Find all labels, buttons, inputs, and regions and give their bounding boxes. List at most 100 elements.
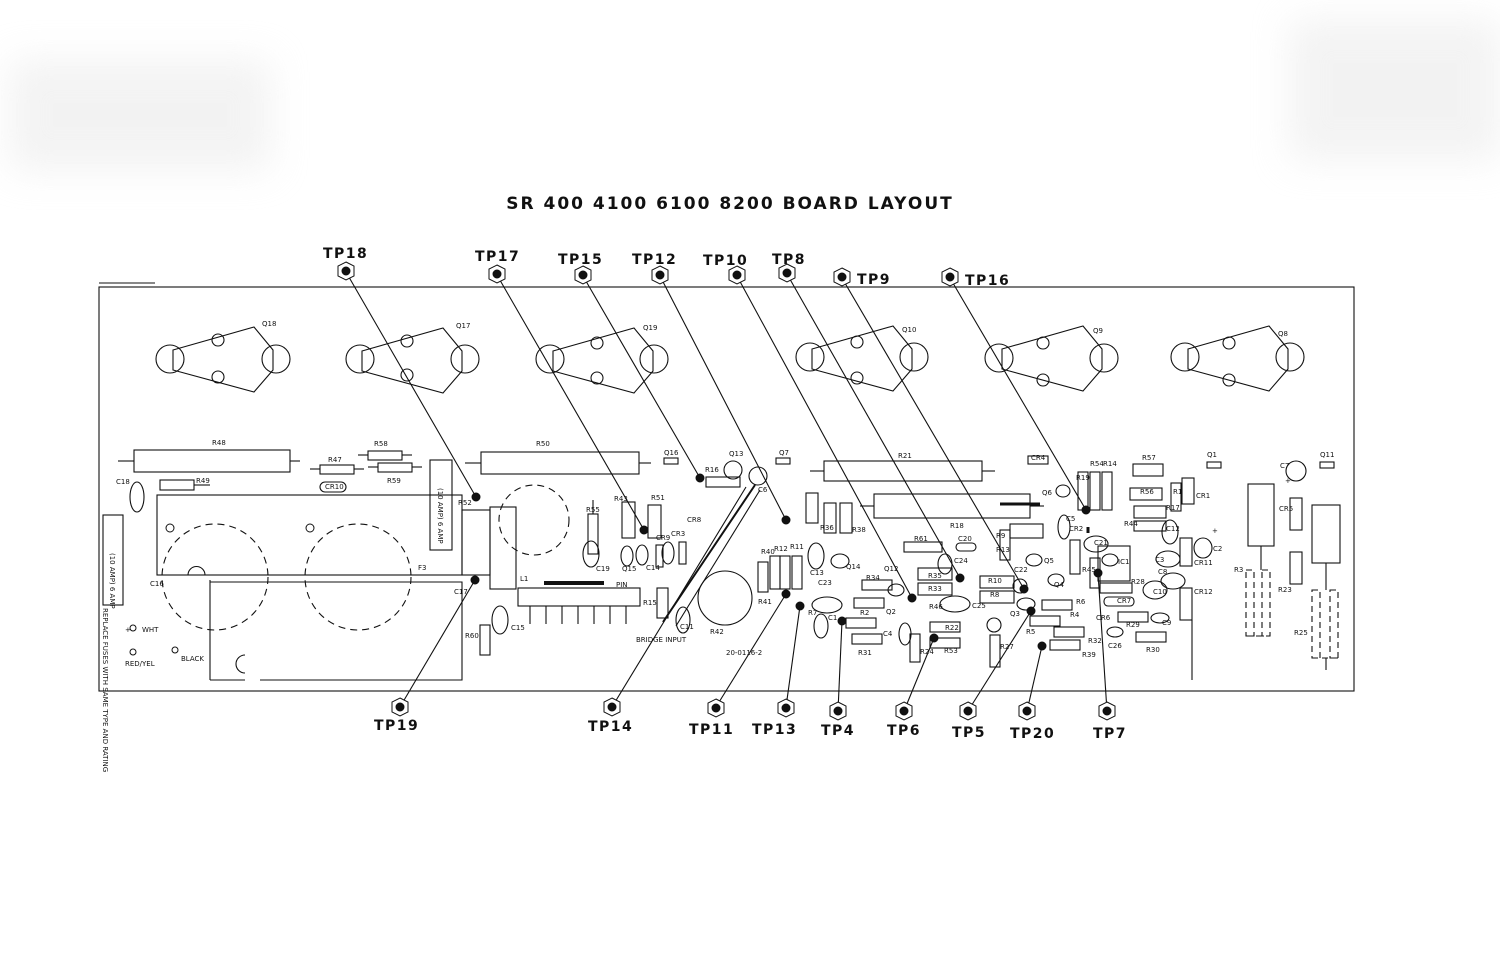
tp8-label: TP8 — [772, 252, 806, 268]
tp7-stud — [1098, 701, 1116, 721]
ref-cr5: CR5 — [1279, 505, 1293, 513]
tp15-label: TP15 — [558, 252, 603, 268]
power-transistor-q10 — [795, 325, 929, 392]
ref-r22: R22 — [945, 624, 959, 632]
ref-c19: C19 — [596, 565, 610, 573]
ref-r59: R59 — [387, 477, 401, 485]
ref-r28: R28 — [1131, 578, 1145, 586]
resistor-r18 — [873, 493, 1031, 519]
tp16-stud — [941, 267, 959, 287]
ref-c2: C2 — [1213, 545, 1222, 553]
ref-r17: R17 — [1166, 504, 1180, 512]
ref-r39: R39 — [1082, 651, 1096, 659]
ref-c24: C24 — [954, 557, 968, 565]
tp6-stud — [895, 701, 913, 721]
ref-q6: Q6 — [1042, 489, 1053, 497]
tp20-stud — [1018, 701, 1036, 721]
ref-r30: R30 — [1146, 646, 1160, 654]
fuse-f3 — [429, 459, 453, 551]
ref-r33: R33 — [928, 585, 942, 593]
ref-r53: R53 — [944, 647, 958, 655]
ref-ic1: IC1 — [1118, 558, 1129, 566]
q17-label: Q17 — [456, 322, 470, 330]
tp10-stud — [728, 265, 746, 285]
power-transistor-q17 — [345, 327, 480, 394]
fuse-left — [102, 514, 124, 606]
ref-c11: C11 — [680, 623, 694, 631]
ref-c23: C23 — [818, 579, 832, 587]
tp5-label: TP5 — [952, 725, 986, 741]
q19-label: Q19 — [643, 324, 657, 332]
tp14-stud — [603, 697, 621, 717]
ref-cr10: CR10 — [325, 483, 344, 491]
tp6-label: TP6 — [887, 723, 921, 739]
ref-c6: C6 — [758, 486, 768, 494]
ref-f3: F3 — [418, 564, 426, 572]
ref-q2: Q2 — [886, 608, 896, 616]
ref-r38: R38 — [852, 526, 866, 534]
ref-c20: C20 — [958, 535, 972, 543]
ref-r36: R36 — [820, 524, 834, 532]
ref-r42: R42 — [710, 628, 724, 636]
ref-r27: R27 — [1000, 643, 1014, 651]
capacitor-r42 — [697, 570, 753, 626]
tp8-stud — [778, 263, 796, 283]
plus-sign-wht: + — [125, 626, 131, 634]
q8-label: Q8 — [1278, 330, 1288, 338]
ref-r54: R54 — [1090, 460, 1104, 468]
ref-r29: R29 — [1126, 621, 1140, 629]
ref-r5: R5 — [1026, 628, 1035, 636]
ref-r25: R25 — [1294, 629, 1308, 637]
tp19-stud — [391, 697, 409, 717]
plus-sign-c12: + — [1212, 527, 1218, 535]
ref-r9: R9 — [996, 532, 1005, 540]
ref-c12: C12 — [1166, 525, 1180, 533]
ref-l1: L1 — [520, 575, 528, 583]
ref-cr12: CR12 — [1194, 588, 1213, 596]
ref-r49: R49 — [196, 477, 210, 485]
fuse-rating-left: (10 AMP) 6 AMP — [108, 553, 116, 609]
ref-c21: C21 — [1094, 539, 1108, 547]
wire-wht-label: WHT — [142, 626, 159, 634]
ref-c5: C5 — [1066, 515, 1075, 523]
ref-q15: Q15 — [622, 565, 636, 573]
tp12-stud — [651, 265, 669, 285]
tp11-stud — [707, 698, 725, 718]
power-transistor-q19 — [535, 327, 669, 394]
ref-c10: C10 — [1153, 588, 1167, 596]
ref-r34: R34 — [866, 574, 880, 582]
ref-r51: R51 — [651, 494, 665, 502]
tp17-stud — [488, 264, 506, 284]
ref-c16: C16 — [150, 580, 164, 588]
fuse-rating-f3: (10 AMP) 6 AMP — [436, 488, 444, 544]
tp13-label: TP13 — [752, 722, 797, 738]
tp5-stud — [959, 701, 977, 721]
ref-r43: R43 — [614, 495, 628, 503]
ref-r14: R14 — [1103, 460, 1117, 468]
ref-q11: Q11 — [1320, 451, 1334, 459]
ref-r19: R19 — [1076, 474, 1090, 482]
ref-r13: R13 — [996, 546, 1010, 554]
tp12-label: TP12 — [632, 252, 677, 268]
component-labels: R48 R58 R47 R59 R49 CR10 C18 R50 R52 F3 … — [116, 439, 1334, 659]
tp11-label: TP11 — [689, 722, 734, 738]
tp18-stud — [337, 261, 355, 281]
tp18-label: TP18 — [323, 246, 368, 262]
resistor-r52 — [461, 509, 491, 576]
ref-r2: R2 — [860, 609, 869, 617]
ref-q16: Q16 — [664, 449, 679, 457]
resistor-r48 — [133, 449, 291, 473]
pin-header — [517, 587, 641, 607]
ref-c8: C8 — [1158, 568, 1167, 576]
tp10-label: TP10 — [703, 253, 748, 269]
ref-r23: R23 — [1278, 586, 1292, 594]
tp17-label: TP17 — [475, 249, 520, 265]
ref-cr7: CR7 — [1117, 597, 1131, 605]
ref-r61: R61 — [914, 535, 928, 543]
ref-r55: R55 — [586, 506, 600, 514]
tp9-label: TP9 — [857, 272, 891, 288]
ref-r1: R1 — [1173, 488, 1182, 496]
plus-sign-c7: + — [1285, 477, 1291, 485]
ref-r45: R45 — [1082, 566, 1096, 574]
ic1 — [1097, 545, 1131, 582]
